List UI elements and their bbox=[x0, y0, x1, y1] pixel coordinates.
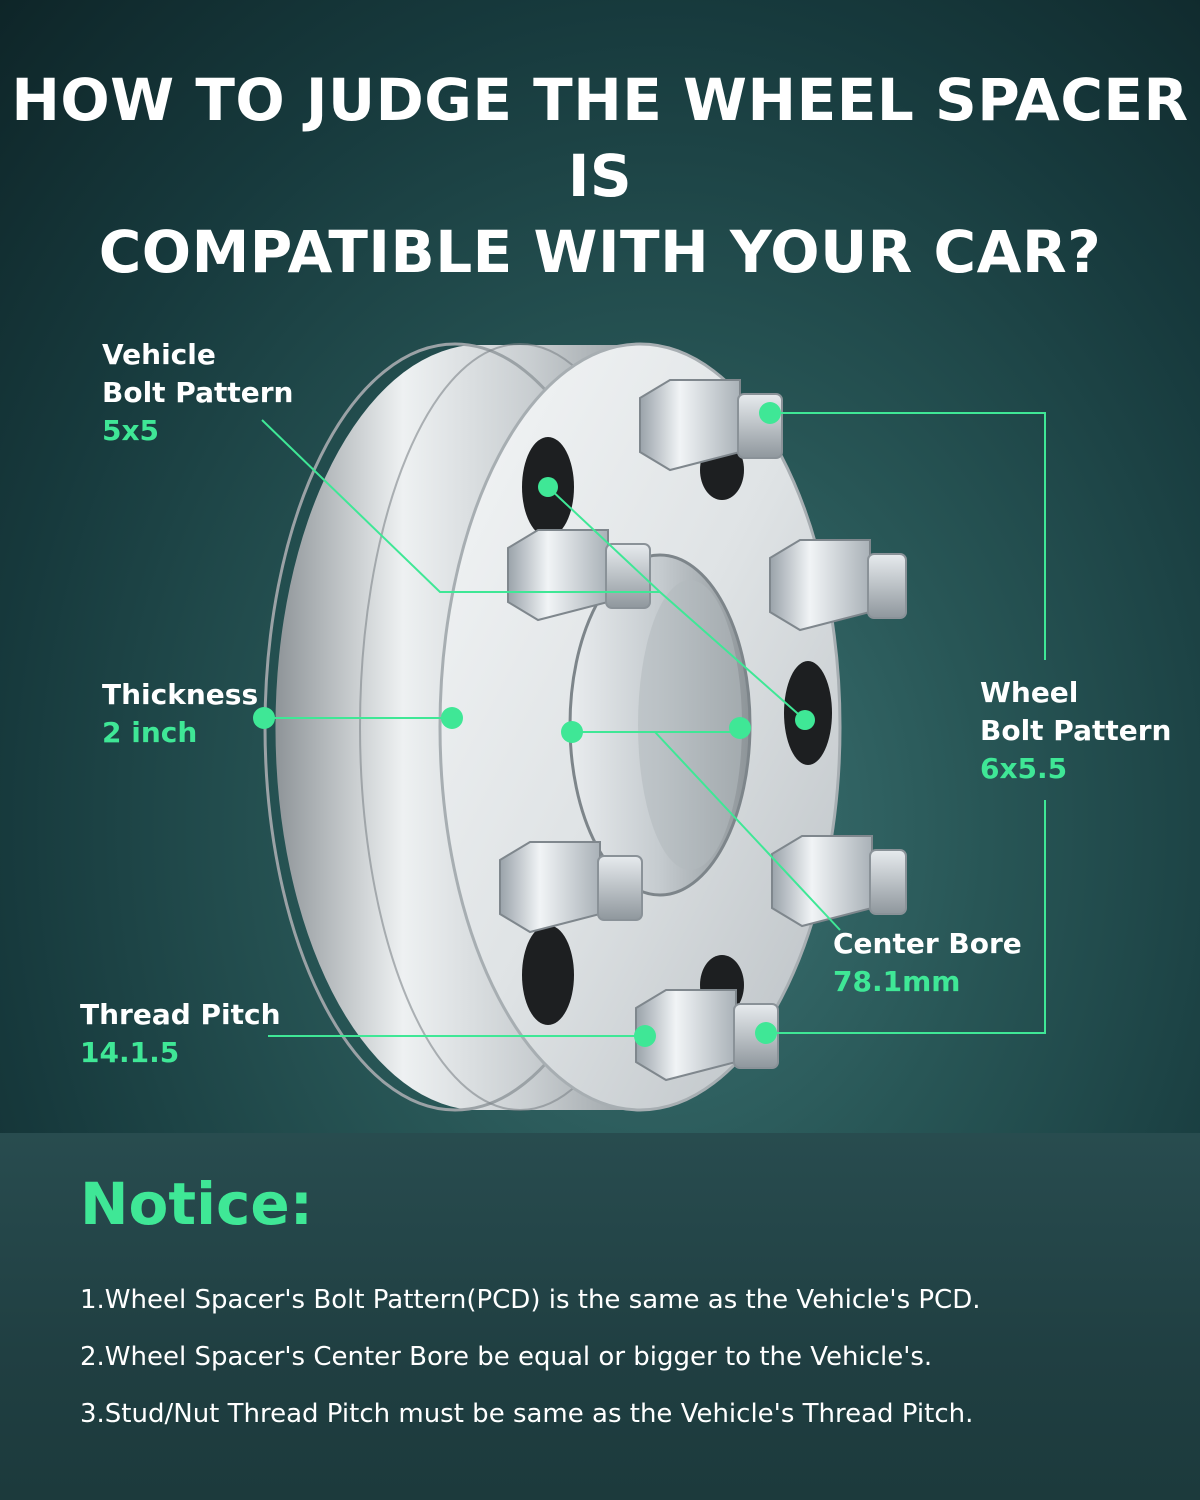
thickness-callout: Thickness 2 inch bbox=[102, 676, 258, 752]
vehicle-bolt-dot bbox=[795, 710, 815, 730]
wheel-bolt-pattern-label-line1: Wheel bbox=[980, 676, 1079, 709]
thickness-dot-start bbox=[253, 707, 275, 729]
notice-list: 1.Wheel Spacer's Bolt Pattern(PCD) is th… bbox=[80, 1278, 1160, 1449]
vehicle-bolt-pattern-callout: Vehicle Bolt Pattern 5x5 bbox=[102, 336, 293, 450]
lug-nut bbox=[499, 841, 643, 934]
wheel-bolt-pattern-bracket-top bbox=[770, 412, 1046, 660]
thickness-dot-end bbox=[441, 707, 463, 729]
vehicle-bolt-pattern-label-line2: Bolt Pattern bbox=[102, 376, 294, 409]
lug-nut bbox=[639, 379, 783, 472]
lug-nut bbox=[769, 539, 907, 632]
lug-nut bbox=[507, 529, 651, 622]
wheel-bolt-pattern-bracket-bottom bbox=[766, 800, 1046, 1034]
center-bore-label: Center Bore bbox=[833, 927, 1022, 960]
thread-pitch-callout: Thread Pitch 14.1.5 bbox=[80, 996, 281, 1072]
wheel-spacer-illustration bbox=[253, 342, 1046, 1112]
notice-item: 1.Wheel Spacer's Bolt Pattern(PCD) is th… bbox=[80, 1285, 981, 1315]
vehicle-bolt-pattern-leader-branch bbox=[547, 486, 661, 593]
thickness-value: 2 inch bbox=[102, 716, 198, 749]
thickness-label: Thickness bbox=[102, 678, 259, 711]
headline-line-2: COMPATIBLE WITH YOUR CAR? bbox=[98, 218, 1102, 286]
center-bore-leader-diagonal bbox=[654, 731, 841, 931]
wheel-bolt-pattern-value: 6x5.5 bbox=[980, 752, 1068, 785]
thread-pitch-label: Thread Pitch bbox=[80, 998, 281, 1031]
callout-dots bbox=[253, 402, 815, 1047]
center-bore-value: 78.1mm bbox=[833, 965, 961, 998]
headline: HOW TO JUDGE THE WHEEL SPACER IS COMPATI… bbox=[0, 62, 1200, 290]
vehicle-bolt-dot bbox=[538, 477, 558, 497]
notice-panel bbox=[0, 1133, 1200, 1500]
wheel-bolt-dot-top bbox=[759, 402, 781, 424]
headline-line-1: HOW TO JUDGE THE WHEEL SPACER IS bbox=[11, 66, 1189, 210]
center-bore-callout: Center Bore 78.1mm bbox=[833, 925, 1022, 1001]
callout-lines bbox=[261, 412, 1046, 1037]
thread-pitch-value: 14.1.5 bbox=[80, 1036, 180, 1069]
notice-item: 3.Stud/Nut Thread Pitch must be same as … bbox=[80, 1399, 974, 1429]
thread-pitch-dot bbox=[634, 1025, 656, 1047]
wheel-bolt-pattern-label-line2: Bolt Pattern bbox=[980, 714, 1172, 747]
vehicle-bolt-pattern-value: 5x5 bbox=[102, 414, 160, 447]
lug-nut bbox=[771, 835, 907, 928]
notice-title: Notice: bbox=[80, 1170, 313, 1238]
vehicle-bolt-pattern-label-line1: Vehicle bbox=[102, 338, 216, 371]
vehicle-bolt-pattern-leader bbox=[261, 419, 806, 721]
wheel-bolt-dot-bottom bbox=[755, 1022, 777, 1044]
notice-item: 2.Wheel Spacer's Center Bore be equal or… bbox=[80, 1342, 933, 1372]
center-bore-dot-end bbox=[729, 717, 751, 739]
wheel-bolt-pattern-callout: Wheel Bolt Pattern 6x5.5 bbox=[980, 674, 1171, 788]
center-bore-dot-start bbox=[561, 721, 583, 743]
